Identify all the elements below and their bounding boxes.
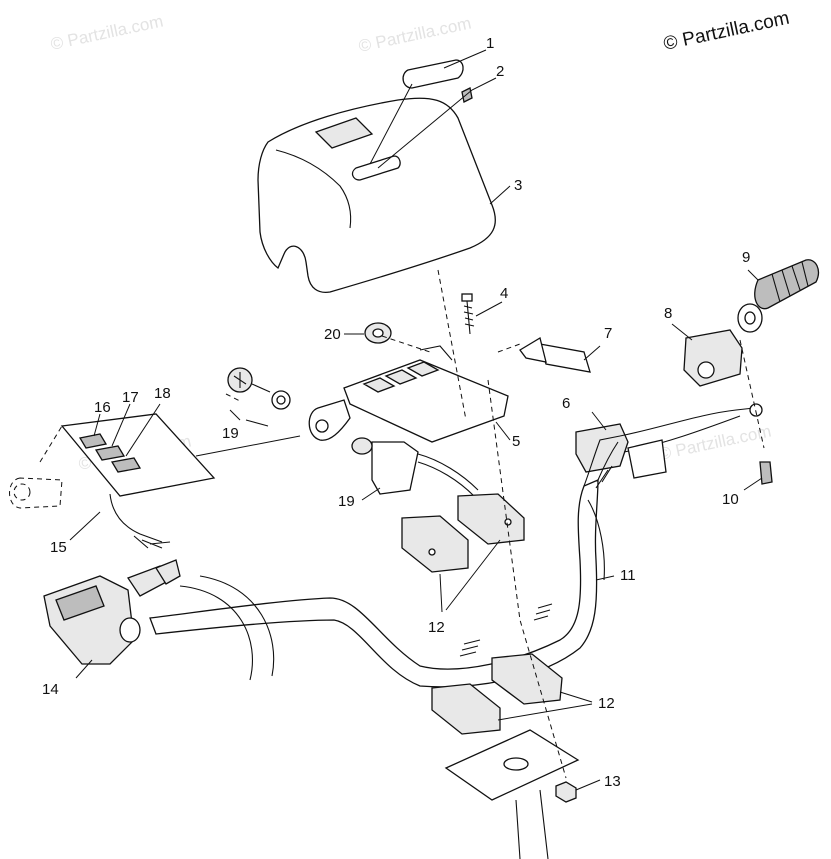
watermark-4: © Partzilla.com [657, 422, 773, 464]
callout-13: 13 [604, 773, 621, 790]
callout-19-lower: 19 [338, 493, 355, 510]
callout-6: 6 [562, 395, 570, 412]
brand-label: © Partzilla.com [662, 8, 792, 55]
callout-16: 16 [94, 399, 111, 416]
callout-15: 15 [50, 539, 67, 556]
callout-19-left: 19 [222, 425, 239, 442]
callout-4: 4 [500, 285, 508, 302]
callout-12-lower: 12 [598, 695, 615, 712]
part-nut-13 [555, 781, 577, 803]
part-bolt-4 [461, 293, 475, 335]
callout-1: 1 [486, 35, 494, 52]
callout-5: 5 [512, 433, 520, 450]
part-clamps-12-upper [401, 493, 525, 573]
callout-18: 18 [154, 385, 171, 402]
part-grip-9 [737, 259, 820, 333]
steering-post [515, 789, 549, 859]
callout-7: 7 [604, 325, 612, 342]
callout-10: 10 [722, 491, 739, 508]
callout-17: 17 [122, 389, 139, 406]
part-screw-10 [759, 461, 773, 485]
callout-20: 20 [324, 326, 341, 343]
callouts: 1 2 3 4 20 5 7 8 9 6 10 11 12 12 13 14 1… [42, 35, 750, 790]
part-left-control-14 [43, 559, 181, 665]
callout-3: 3 [514, 177, 522, 194]
plate-hole [503, 757, 529, 771]
lens-slot [351, 155, 401, 181]
callout-14: 14 [42, 681, 59, 698]
part-throttle-8 [683, 329, 743, 387]
part-nut-20-hole [372, 328, 384, 338]
watermark-2: © Partzilla.com [357, 14, 473, 56]
callout-11: 11 [620, 567, 636, 584]
part-switch-19-lower [351, 437, 479, 497]
callout-8: 8 [664, 305, 672, 322]
part-clamps-12-lower [431, 653, 563, 735]
part-switch-panel [9, 413, 216, 549]
part-bracket-5 [308, 345, 509, 443]
part-actuator-7 [519, 336, 591, 373]
callout-12-upper: 12 [428, 619, 445, 636]
part-screw-2 [461, 87, 473, 103]
watermark-1: © Partzilla.com [49, 12, 165, 54]
part-cover [257, 97, 496, 294]
callout-9: 9 [742, 249, 750, 266]
callout-2: 2 [496, 63, 504, 80]
leader-lines [69, 49, 765, 791]
part-switch-19-upper [227, 367, 291, 410]
part-handlebar-11 [149, 435, 621, 688]
part-master-cylinder-6 [575, 403, 763, 479]
